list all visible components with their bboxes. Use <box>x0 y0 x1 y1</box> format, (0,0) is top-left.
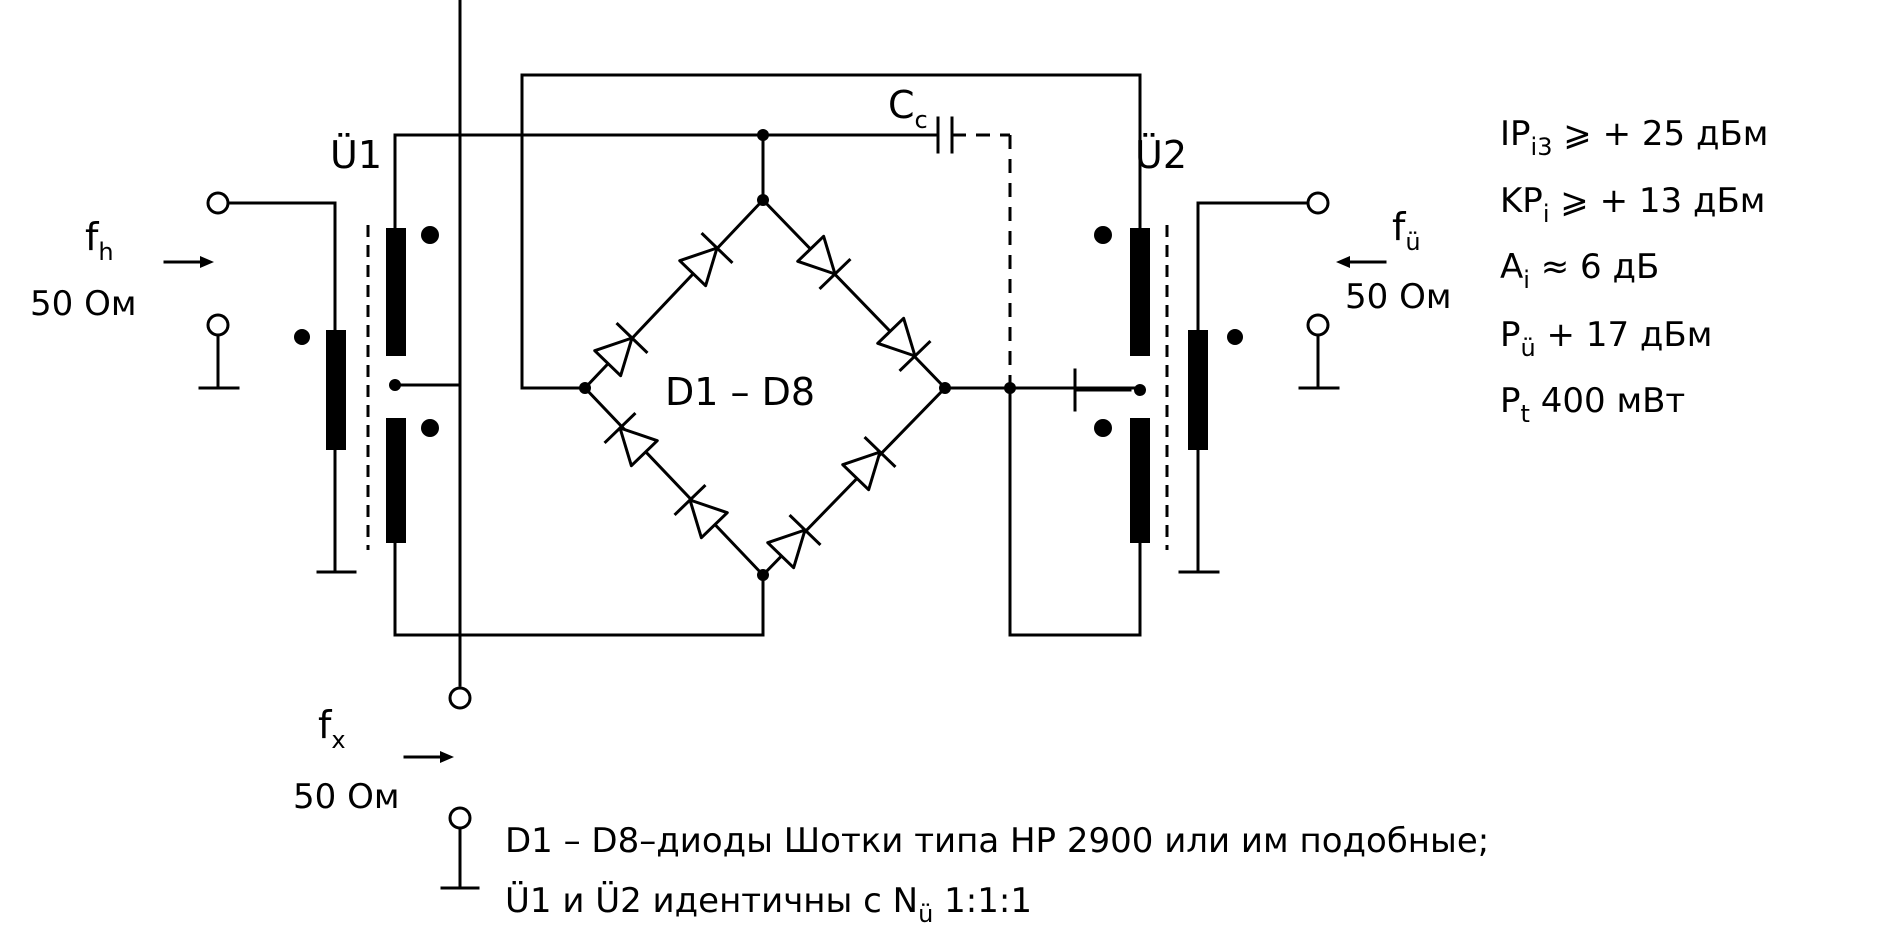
right-mid-wires <box>943 368 1142 637</box>
right-port <box>1178 191 1387 574</box>
transformer-u1 <box>294 225 439 550</box>
top-wire <box>393 133 927 237</box>
spec-pt: Pt 400 мВт <box>1500 381 1685 428</box>
diode <box>841 435 897 492</box>
bottom-port-impedance: 50 Ом <box>293 777 399 817</box>
diode <box>796 234 852 291</box>
left-port-impedance: 50 Ом <box>30 284 136 324</box>
bottom-wires <box>393 383 765 687</box>
bottom-port-freq: fx <box>318 703 346 754</box>
note-line-1: D1 – D8–диоды Шотки типа HP 2900 или им … <box>505 821 1489 861</box>
left-port <box>163 191 357 574</box>
diode <box>673 483 729 540</box>
right-port-impedance: 50 Ом <box>1345 277 1451 317</box>
spec-ip3: IPi3 ⩾ + 25 дБм <box>1500 114 1768 161</box>
spec-a: Ai ≈ 6 дБ <box>1500 247 1659 294</box>
note-line-2: Ü1 и Ü2 идентичны с Nü 1:1:1 <box>505 880 1032 928</box>
diode <box>876 316 932 373</box>
u1-label: Ü1 <box>330 133 382 177</box>
diode <box>766 513 822 570</box>
diode-bridge <box>579 129 1016 581</box>
capacitor-cc <box>923 116 1012 385</box>
right-port-freq: fü <box>1392 205 1421 256</box>
diode <box>593 321 649 378</box>
transformer-u2 <box>1094 225 1243 550</box>
spec-pu: Pü + 17 дБм <box>1500 315 1712 362</box>
diode <box>678 231 734 288</box>
u2-label: Ü2 <box>1135 133 1187 177</box>
specs: IPi3 ⩾ + 25 дБм KPi ⩾ + 13 дБм Ai ≈ 6 дБ… <box>1500 114 1768 428</box>
outer-loop-wire <box>520 73 1142 390</box>
spec-kp: KPi ⩾ + 13 дБм <box>1500 181 1765 228</box>
diode <box>603 411 659 468</box>
capacitor-label: Cc <box>888 83 928 134</box>
diodes-label: D1 – D8 <box>665 370 815 414</box>
left-port-freq: fh <box>85 215 114 266</box>
bottom-port <box>403 686 480 890</box>
